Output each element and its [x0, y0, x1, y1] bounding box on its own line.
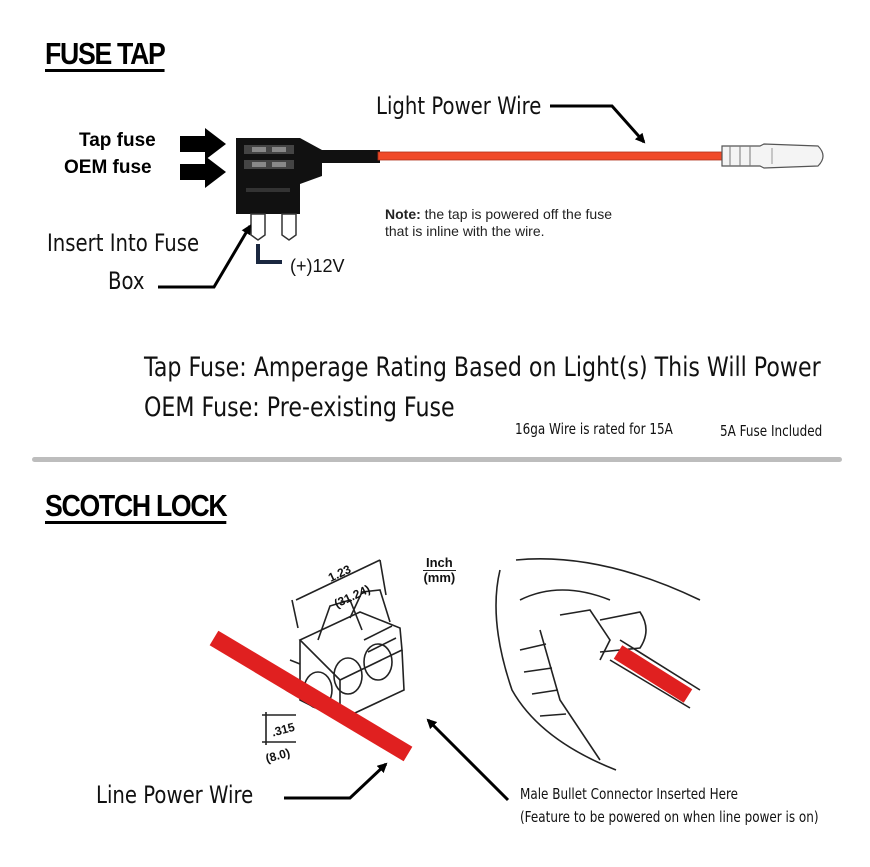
fuse-note: Note: the tap is powered off the fuse th… [385, 206, 612, 240]
note-text: the tap is powered off the fuse [420, 206, 612, 222]
oem-fuse-desc-value: Pre-existing Fuse [259, 392, 455, 423]
note-bold: Note: [385, 206, 421, 222]
voltage-label: (+)12V [290, 256, 345, 276]
light-wire-pointer [550, 104, 646, 144]
insert-label-line2: Box [108, 267, 145, 295]
tap-fuse-description: Tap Fuse: Amperage Rating Based on Light… [144, 352, 821, 383]
fuse-tap-title: FUSE TAP [45, 36, 166, 71]
light-power-wire-drawing [377, 143, 824, 169]
fuse-included: 5A Fuse Included [720, 422, 823, 440]
line-wire-pointer [284, 762, 388, 800]
oem-fuse-label: OEM fuse [64, 157, 152, 178]
insert-label-line1: Insert Into Fuse [47, 229, 200, 257]
oem-fuse-description: OEM Fuse: Pre-existing Fuse [144, 392, 455, 423]
note-text-2: that is inline with the wire. [385, 223, 545, 239]
section-divider [32, 457, 842, 462]
unit-top: Inch [423, 556, 456, 571]
bullet-connector-label-2: (Feature to be powered on when line powe… [520, 808, 819, 826]
scotch-lock-closeup [495, 558, 701, 771]
closeup-red-wire [613, 645, 693, 703]
tap-fuse-label: Tap fuse [79, 130, 156, 151]
unit-bottom: (mm) [423, 570, 456, 585]
unit-legend: Inch (mm) [423, 556, 456, 585]
scotch-red-wire [209, 630, 413, 762]
scotch-lock-drawing [262, 559, 405, 745]
tap-fuse-pointer-icon [180, 128, 226, 160]
oem-fuse-pointer-icon [180, 156, 226, 188]
line-power-wire-label: Line Power Wire [96, 781, 254, 809]
oem-fuse-desc-label: OEM Fuse: [144, 392, 260, 423]
scotch-lock-title: SCOTCH LOCK [45, 488, 228, 523]
insert-pointer [158, 224, 252, 289]
voltage-bracket [256, 244, 282, 264]
bullet-pointer [426, 718, 510, 802]
bullet-connector-label-1: Male Bullet Connector Inserted Here [520, 785, 739, 803]
fuse-tap-device [180, 128, 380, 241]
light-power-wire-label: Light Power Wire [376, 92, 542, 120]
wire-rating: 16ga Wire is rated for 15A [515, 420, 673, 438]
